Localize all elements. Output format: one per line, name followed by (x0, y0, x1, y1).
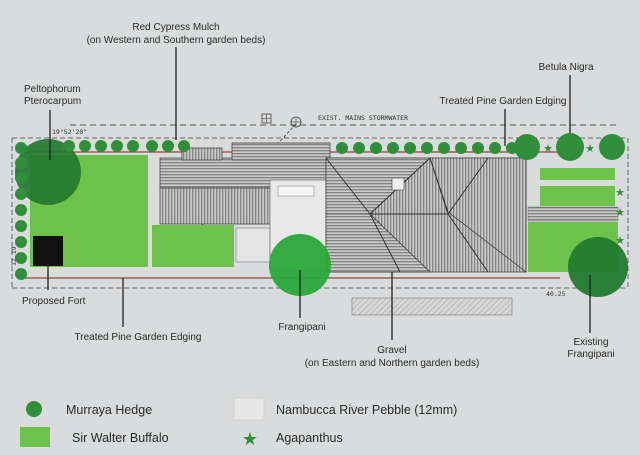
legend: Murraya Hedge Nambucca River Pebble (12m… (20, 397, 457, 450)
svg-text:★: ★ (615, 206, 625, 219)
house-left-roof (159, 142, 331, 225)
gravel-label-line1: Gravel (377, 345, 406, 356)
stormwater-label: EXIST. MAINS STORMWATER (318, 114, 408, 122)
murraya-hedge-top-right (336, 142, 518, 154)
deck (235, 227, 271, 263)
agapanthus-plants: ★ ★ ★ ★ ★ (543, 142, 625, 247)
existing-frangipani-label-line2: Frangipani (567, 349, 614, 360)
betula-label: Betula Nigra (538, 62, 593, 73)
proposed-fort (33, 236, 63, 266)
svg-text:★: ★ (615, 234, 625, 247)
existing-frangipani-label-line1: Existing (573, 337, 608, 348)
svg-text:★: ★ (615, 186, 625, 199)
mulch-label-line2: (on Western and Southern garden beds) (87, 35, 266, 46)
existing-frangipani-tree (568, 237, 628, 297)
pebble-path (351, 297, 513, 316)
dimension-left: 12.19 (10, 246, 18, 266)
legend-pebble-label: Nambucca River Pebble (12mm) (276, 403, 457, 417)
legend-buffalo-icon (20, 427, 50, 447)
svg-text:★: ★ (585, 142, 595, 155)
front-garden-strip-2 (540, 186, 615, 206)
mulch-label-line1: Red Cypress Mulch (132, 22, 219, 33)
bearing-label: 19°52'20" (52, 128, 87, 136)
murraya-hedge-left (15, 142, 27, 280)
legend-buffalo-label: Sir Walter Buffalo (72, 431, 169, 445)
peltophorum-label-line2: Pterocarpum (24, 96, 81, 107)
front-garden-strip-1 (540, 168, 615, 180)
gravel-label-line2: (on Eastern and Northern garden beds) (305, 358, 480, 369)
frangipani-label: Frangipani (278, 322, 325, 333)
svg-text:★: ★ (543, 142, 553, 155)
legend-pebble-icon (233, 397, 265, 421)
side-lawn (152, 225, 234, 267)
legend-agapanthus-icon: ★ (242, 429, 258, 450)
betula-nigra-tree (556, 133, 584, 161)
front-path (527, 206, 619, 222)
dimension-right: 40.25 (546, 290, 566, 298)
front-tree-corner (599, 134, 625, 160)
frangipani-tree (269, 234, 331, 296)
treated-pine-top-label: Treated Pine Garden Edging (440, 96, 567, 107)
legend-murraya-label: Murraya Hedge (66, 403, 152, 417)
peltophorum-label-line1: Peltophorum (24, 84, 81, 95)
leader-lines (47, 47, 591, 340)
proposed-fort-label: Proposed Fort (22, 296, 86, 307)
murraya-hedge-top-left (63, 140, 190, 152)
peltophorum-tree (15, 139, 81, 205)
house-right-roof (325, 157, 527, 273)
treated-pine-bottom-label: Treated Pine Garden Edging (75, 332, 202, 343)
front-tree-small (514, 134, 540, 160)
legend-agapanthus-label: Agapanthus (276, 431, 343, 445)
legend-murraya-icon (26, 401, 42, 417)
